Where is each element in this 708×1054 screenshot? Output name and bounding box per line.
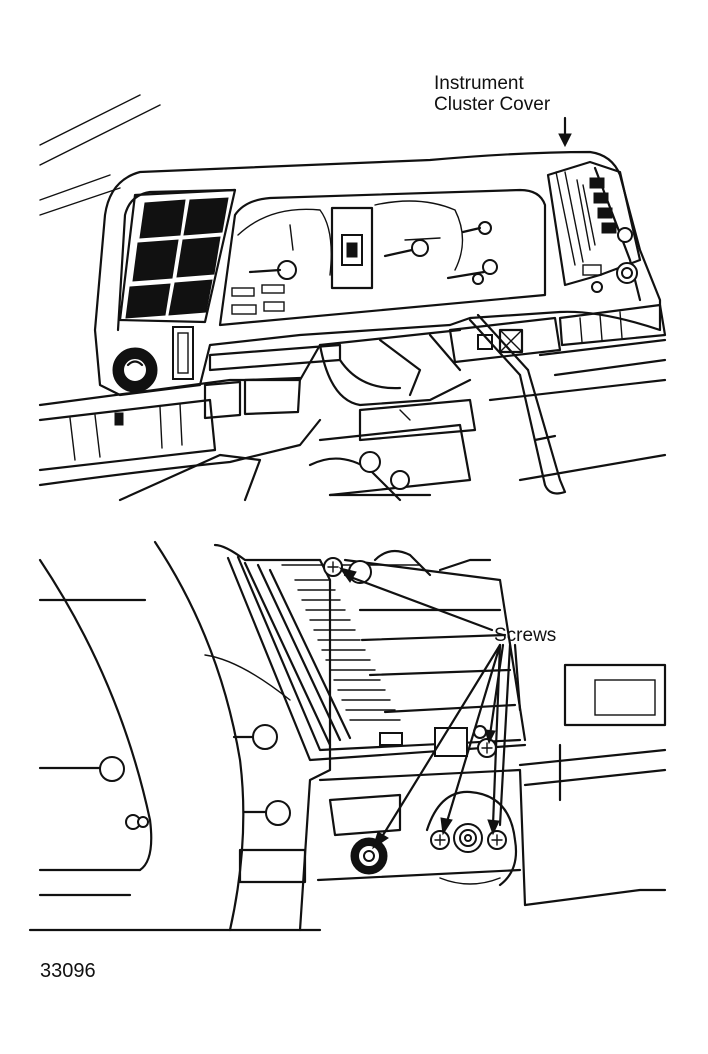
cover-label-line2: Cluster Cover <box>434 94 551 115</box>
screwdriver-tool <box>468 313 567 495</box>
gauge-faces <box>218 188 547 327</box>
screw-icon <box>350 837 388 875</box>
center-knob <box>453 823 483 853</box>
cover-pointer <box>558 116 572 148</box>
cover-label-line1: Instrument <box>434 73 524 94</box>
right-vent-panel <box>546 160 642 293</box>
headlight-knob <box>112 326 194 393</box>
screw-icon <box>477 738 497 758</box>
bottom-closeup-view <box>28 540 667 932</box>
screw-icon <box>323 557 343 577</box>
left-switch-panel <box>118 188 237 324</box>
figure-number: 33096 <box>40 960 96 982</box>
screws-label: Screws <box>494 625 557 646</box>
top-dashboard-view <box>38 94 667 502</box>
screw-icon <box>487 830 507 850</box>
screw-icon <box>430 830 450 850</box>
screw-leader-arrows <box>338 567 522 850</box>
instrument-cluster-cover-label: Instrument Cluster Cover <box>434 73 550 115</box>
cluster-housing <box>93 150 662 397</box>
